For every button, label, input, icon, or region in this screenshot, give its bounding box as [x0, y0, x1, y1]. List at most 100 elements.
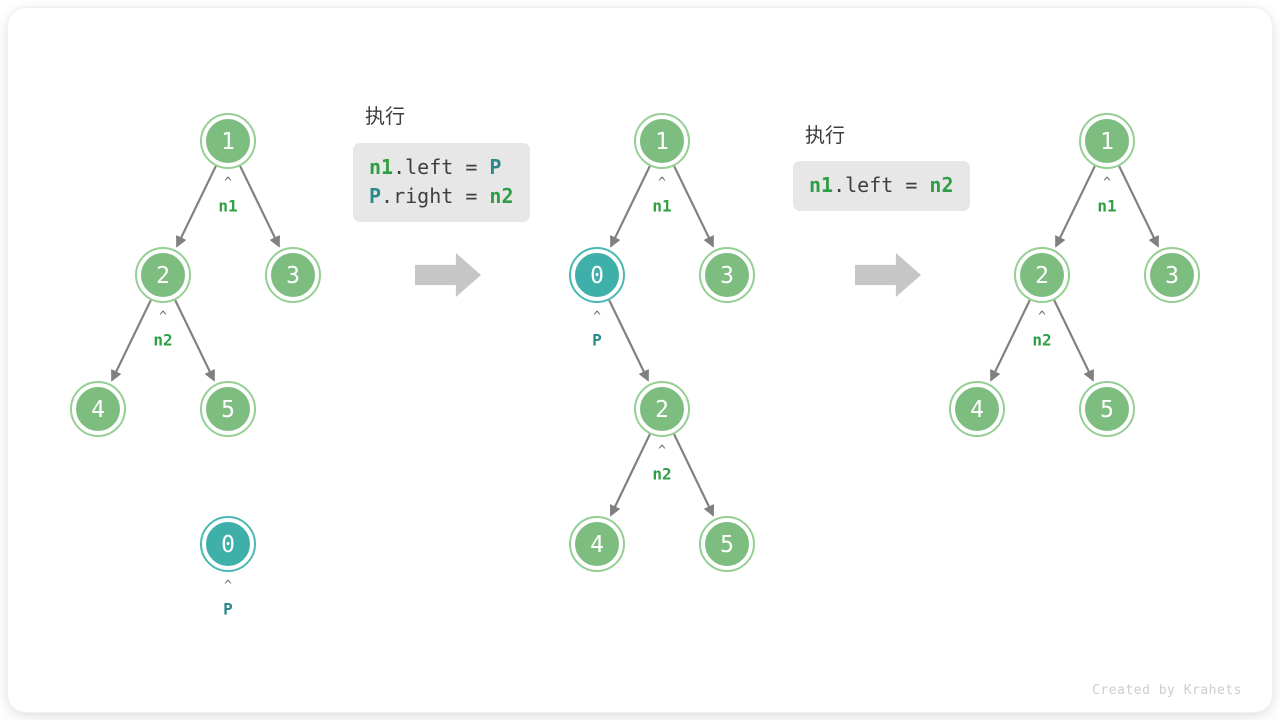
tree-node-4[interactable]: 4 [949, 381, 1005, 437]
node-ring [200, 381, 256, 437]
pointer-label-n2: n2 [1032, 331, 1051, 350]
node-value: 3 [1165, 263, 1179, 289]
code-box-after: n1.left = n2 [793, 161, 970, 211]
tree-node-1[interactable]: 1 [634, 113, 690, 169]
tree-edge [111, 299, 152, 382]
pointer-caret-icon: ^ [658, 176, 666, 191]
pointer-label-n1: n1 [218, 197, 237, 216]
flow-arrow-2 [855, 253, 921, 297]
pointer-caret-icon: ^ [1103, 176, 1111, 191]
node-circle [953, 385, 1001, 433]
tree-edge [609, 433, 651, 517]
node-value: 1 [221, 129, 235, 155]
tree-edge [608, 299, 649, 382]
code-token-var: n2 [929, 173, 954, 197]
tree-node-3[interactable]: 3 [699, 247, 755, 303]
node-value: 5 [1100, 397, 1114, 423]
pointer-label-n2: n2 [153, 331, 172, 350]
tree-edge [610, 165, 651, 248]
node-value: 4 [91, 397, 105, 423]
tree-node-0[interactable]: 0 [569, 247, 625, 303]
node-value: 4 [590, 532, 604, 558]
tree-edge [673, 433, 715, 517]
pointer-caret-icon: ^ [224, 579, 232, 594]
node-circle [638, 117, 686, 165]
node-ring [949, 381, 1005, 437]
node-circle [1083, 117, 1131, 165]
node-ring [1079, 113, 1135, 169]
node-circle [703, 520, 751, 568]
node-ring [200, 516, 256, 572]
node-circle [1148, 251, 1196, 299]
node-circle [204, 520, 252, 568]
step-title-after: 执行 [805, 125, 845, 147]
node-circle [1083, 385, 1131, 433]
node-ring [265, 247, 321, 303]
node-value: 3 [286, 263, 300, 289]
pointer-label-P: P [592, 331, 602, 350]
node-value: 3 [720, 263, 734, 289]
credit-text: Created by Krahets [1092, 683, 1242, 698]
tree-node-1[interactable]: 1 [200, 113, 256, 169]
node-ring [699, 247, 755, 303]
tree-node-4[interactable]: 4 [569, 516, 625, 572]
tree-node-0[interactable]: 0 [200, 516, 256, 572]
code-line: n1.left = P [369, 153, 514, 182]
tree-edges-layer [111, 165, 1159, 517]
code-token-var: n1 [369, 155, 394, 179]
pointer-caret-icon: ^ [1038, 310, 1046, 325]
node-value: 0 [221, 532, 235, 558]
node-value: 1 [655, 129, 669, 155]
tree-node-2[interactable]: 2 [135, 247, 191, 303]
tree-node-1[interactable]: 1 [1079, 113, 1135, 169]
node-ring [200, 113, 256, 169]
code-token-plain: .right = [381, 184, 490, 208]
code-token-ptr: P [489, 155, 502, 179]
node-circle [204, 117, 252, 165]
node-value: 2 [1035, 263, 1049, 289]
node-value: 4 [970, 397, 984, 423]
node-ring [634, 113, 690, 169]
node-circle [1018, 251, 1066, 299]
pointer-label-n2: n2 [652, 465, 671, 484]
node-circle [638, 385, 686, 433]
flow-arrow-1 [415, 253, 481, 297]
tree-node-2[interactable]: 2 [1014, 247, 1070, 303]
node-circle [74, 385, 122, 433]
code-line: P.right = n2 [369, 182, 514, 211]
node-circle [573, 251, 621, 299]
node-ring [569, 516, 625, 572]
node-value: 2 [655, 397, 669, 423]
tree-edge [990, 299, 1031, 382]
node-value: 1 [1100, 129, 1114, 155]
tree-node-5[interactable]: 5 [1079, 381, 1135, 437]
tree-node-3[interactable]: 3 [265, 247, 321, 303]
tree-node-2[interactable]: 2 [634, 381, 690, 437]
pointer-label-n1: n1 [1097, 197, 1116, 216]
node-circle [204, 385, 252, 433]
node-value: 5 [720, 532, 734, 558]
node-ring [699, 516, 755, 572]
tree-edge [174, 299, 215, 382]
tree-edge [1055, 165, 1096, 248]
tree-node-5[interactable]: 5 [699, 516, 755, 572]
node-circle [269, 251, 317, 299]
node-ring [135, 247, 191, 303]
pointer-caret-icon: ^ [224, 176, 232, 191]
tree-node-3[interactable]: 3 [1144, 247, 1200, 303]
code-token-var: n2 [489, 184, 514, 208]
code-token-ptr: P [369, 184, 382, 208]
node-ring [1079, 381, 1135, 437]
tree-node-4[interactable]: 4 [70, 381, 126, 437]
tree-node-5[interactable]: 5 [200, 381, 256, 437]
code-token-plain: .left = [833, 173, 930, 197]
code-token-plain: .left = [393, 155, 490, 179]
tree-edge [1053, 299, 1094, 382]
node-ring [1144, 247, 1200, 303]
pointer-caret-icon: ^ [159, 310, 167, 325]
code-token-var: n1 [809, 173, 834, 197]
tree-edge [239, 165, 280, 248]
